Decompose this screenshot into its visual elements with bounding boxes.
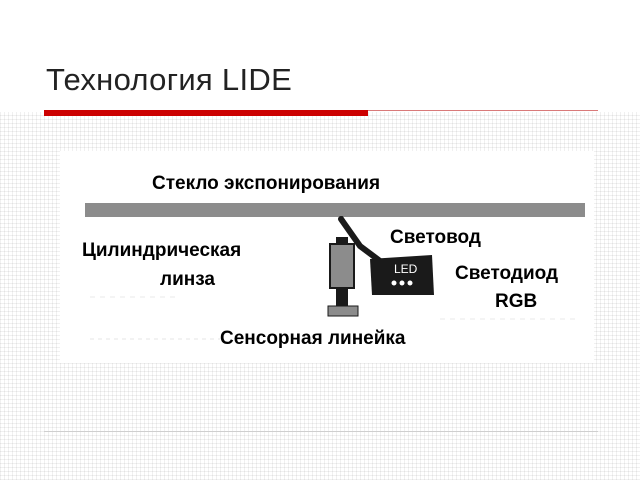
sensor-label: Сенсорная линейка: [220, 328, 406, 349]
lightguide-label: Световод: [390, 227, 481, 248]
title-area: [0, 0, 640, 112]
led-dot-3: [407, 280, 413, 286]
diagram-panel: [60, 151, 594, 363]
led-text: LED: [394, 262, 418, 276]
footer-divider: [44, 431, 598, 432]
lide-diagram: LED Стекло экспонирования Цилиндрическая…: [60, 151, 594, 363]
sensor-array: [327, 305, 359, 317]
title-underline-thin: [368, 110, 598, 111]
light-guide-top: [339, 215, 350, 231]
lens-stem: [336, 288, 348, 306]
lens-label-line2: линза: [160, 269, 215, 290]
exposure-glass: [85, 203, 585, 217]
slide-title: Технология LIDE: [46, 62, 293, 97]
led-module: [370, 255, 434, 295]
led-label-line2: RGB: [495, 291, 537, 312]
glass-label: Стекло экспонирования: [152, 173, 380, 194]
cylindrical-lens: [329, 243, 355, 289]
lens-top-cap: [336, 237, 348, 245]
led-label-line1: Светодиод: [455, 263, 558, 284]
led-dot-2: [399, 280, 405, 286]
led-dot-1: [391, 280, 397, 286]
lens-label-line1: Цилиндрическая: [82, 240, 241, 261]
title-underline-accent: [44, 110, 368, 116]
